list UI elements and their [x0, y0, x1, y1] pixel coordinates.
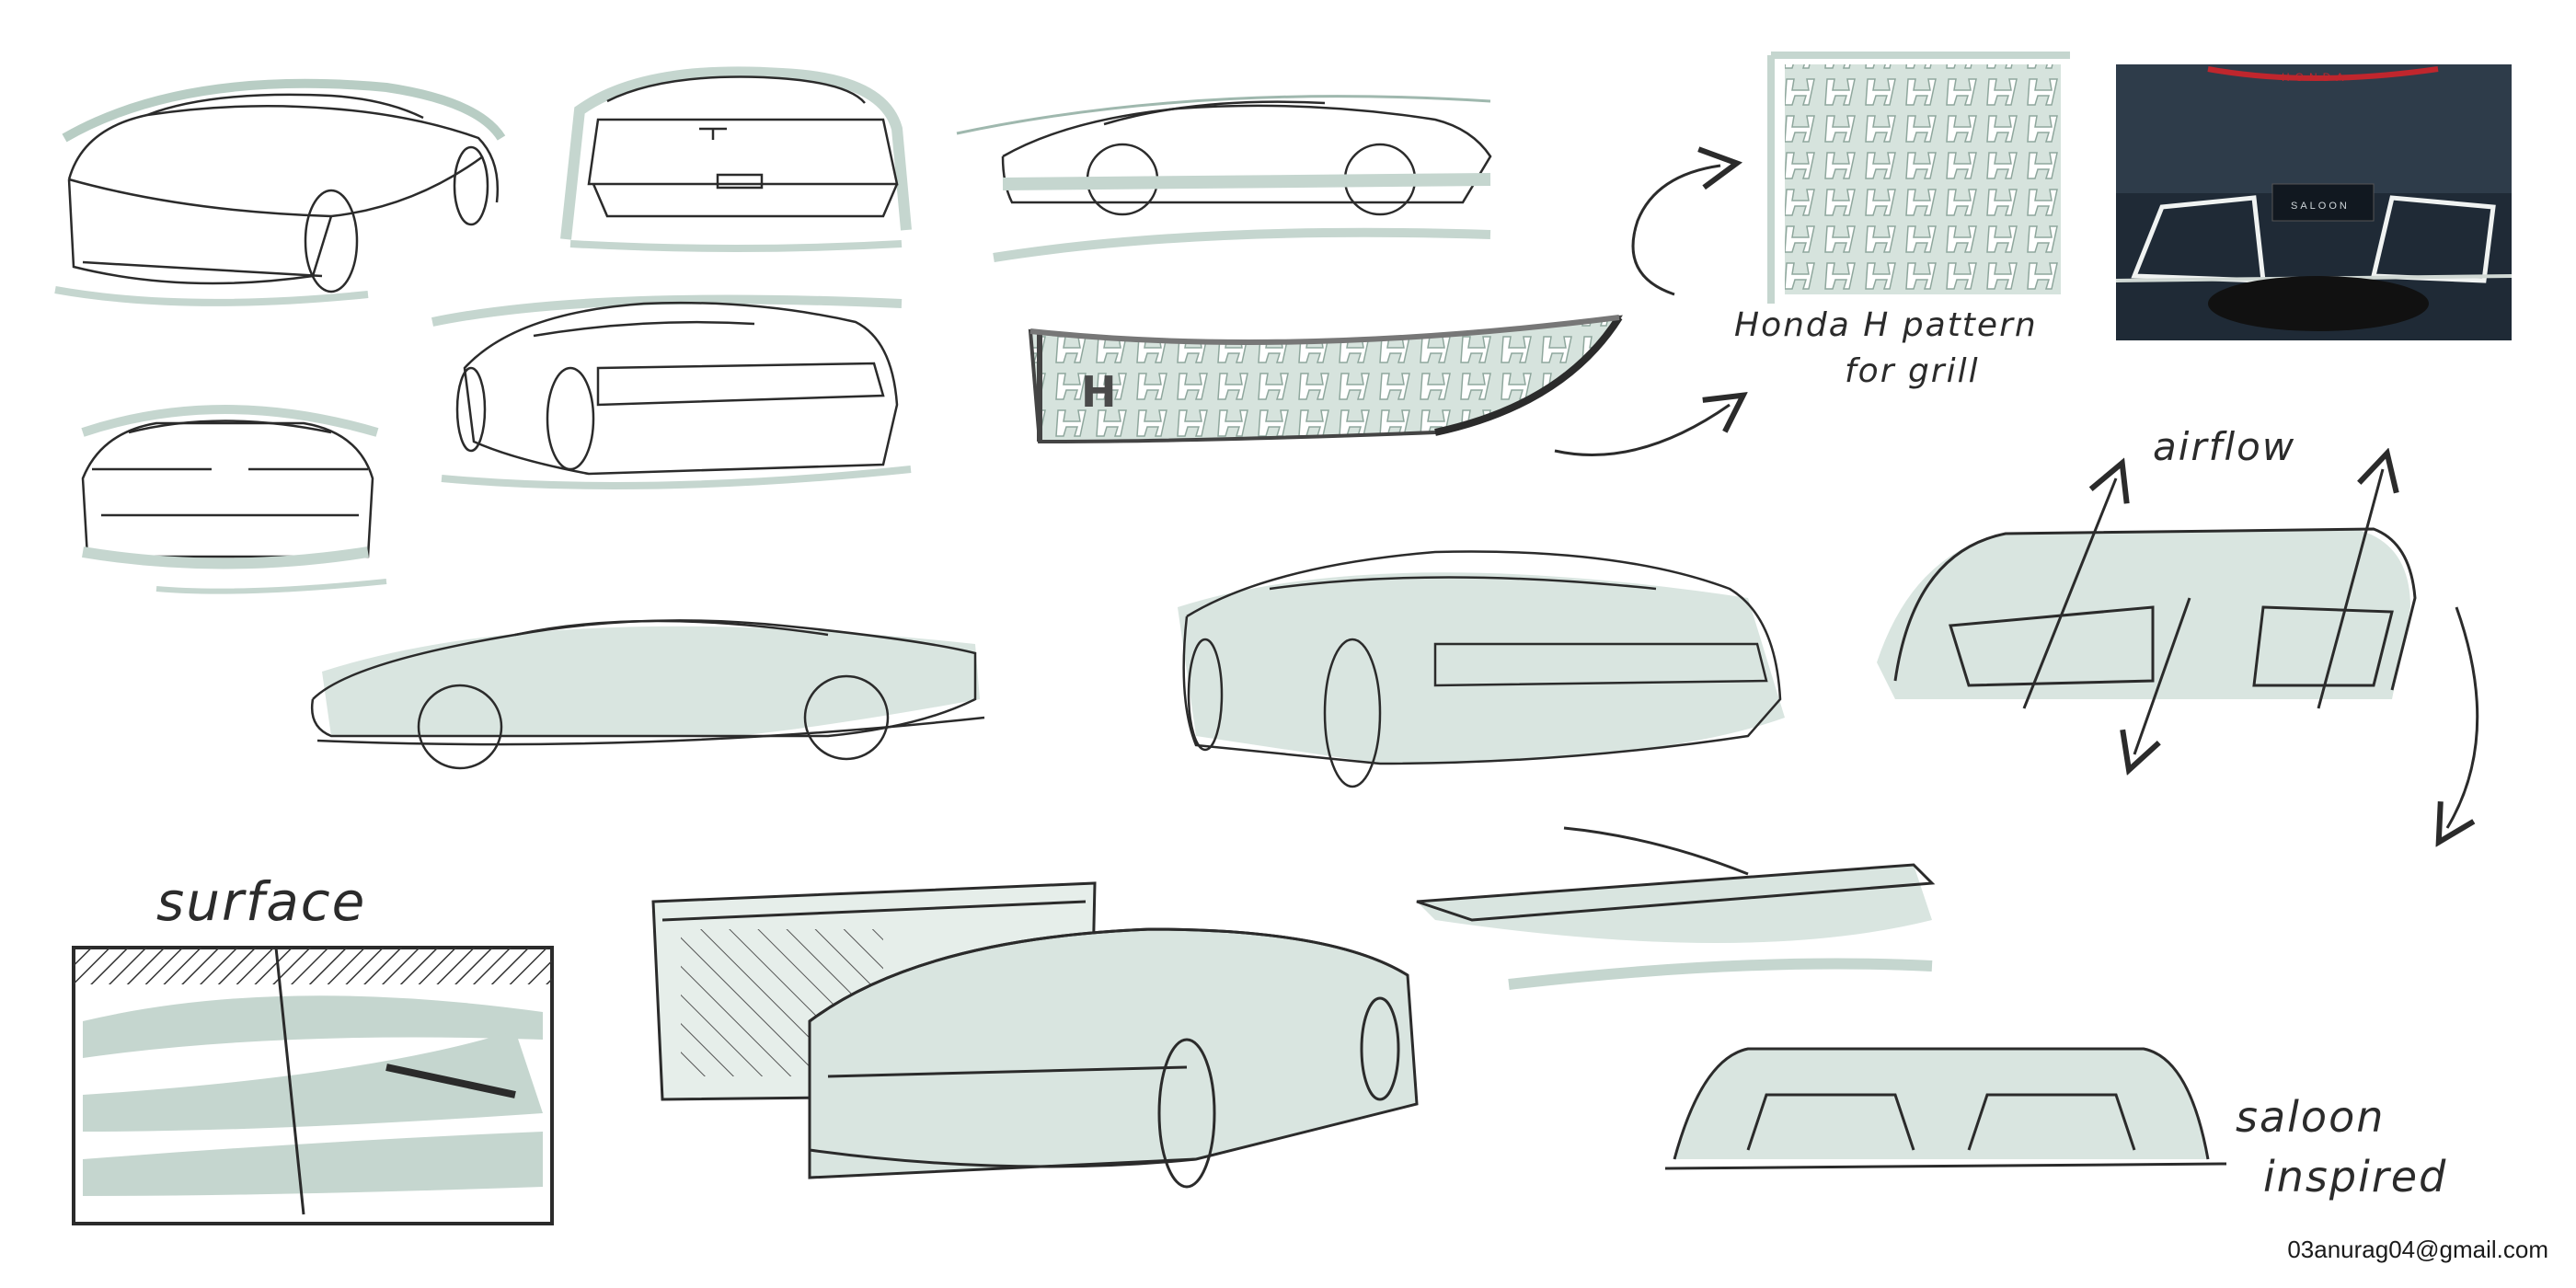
sketch-surface-panel — [72, 946, 554, 1225]
svg-text:SALOON: SALOON — [2291, 201, 2350, 212]
author-email: 03anurag04@gmail.com — [2287, 1236, 2548, 1263]
annotation-airflow: airflow — [2153, 424, 2295, 469]
annotation-grill-pattern-line2: for grill — [1845, 352, 1980, 390]
sketch-rear-three-quarter-large — [1178, 550, 1785, 788]
svg-text:H: H — [1081, 367, 1117, 417]
sketch-rear-view — [560, 66, 912, 252]
sketch-side-view — [956, 95, 1492, 262]
annotation-inspired: inspired — [2263, 1152, 2447, 1202]
sketch-rear-three-quarter — [431, 294, 912, 489]
reference-photo: HONDA SALOON — [2115, 64, 2513, 340]
annotation-surface: surface — [156, 870, 366, 933]
sketch-hero-front — [651, 881, 1419, 1189]
sketch-long-side — [310, 619, 985, 770]
annotation-saloon: saloon — [2236, 1092, 2385, 1142]
arrows-to-pattern — [1554, 166, 1730, 456]
sketch-rear-bumper — [1664, 1047, 2227, 1170]
sketch-grill-band: H — [1028, 315, 1623, 444]
svg-text:HONDA: HONDA — [2282, 71, 2349, 84]
sketch-front-view — [81, 405, 387, 594]
annotation-grill-pattern-line1: Honda H pattern — [1734, 306, 2038, 344]
grill-pattern-swatch — [1767, 52, 2070, 304]
sketch-diffuser — [1877, 469, 2479, 828]
sketch-front-three-quarter — [54, 78, 506, 306]
sketch-spoiler — [1416, 826, 1936, 990]
